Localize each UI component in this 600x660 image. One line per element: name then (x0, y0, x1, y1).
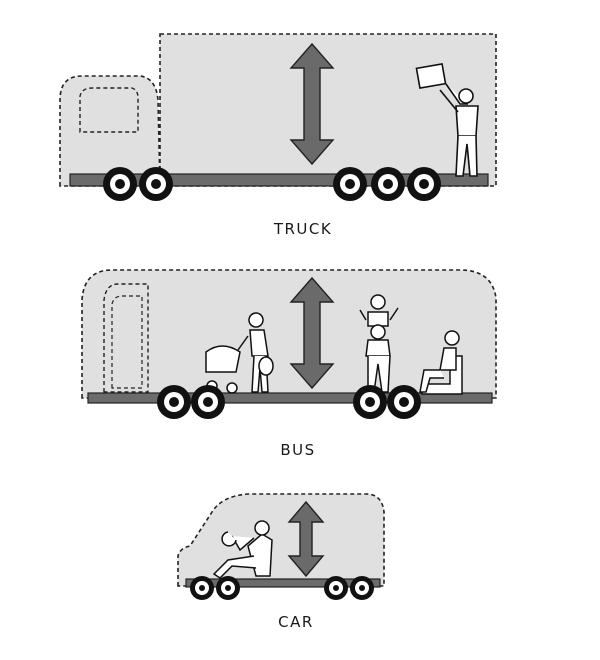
bus-body (81, 269, 497, 399)
bus-wheel (353, 385, 387, 419)
truck-height-arrow (289, 42, 335, 166)
bus-wheel (157, 385, 191, 419)
bus-parent-carrying-child-figure (359, 294, 399, 393)
car-wheel (216, 576, 240, 600)
car-height-arrow (287, 500, 325, 578)
car-illustration (177, 493, 385, 600)
bus-label: BUS (280, 441, 316, 459)
car-driver-figure (212, 520, 273, 579)
truck-label: TRUCK (273, 220, 333, 238)
car-wheel (190, 576, 214, 600)
truck-cab (59, 75, 161, 187)
truck-illustration (59, 33, 497, 201)
truck-cargo-area (159, 33, 497, 187)
truck-cab-window (79, 87, 139, 133)
bus-illustration (81, 269, 497, 419)
truck-wheel (103, 167, 137, 201)
bus-wheel (191, 385, 225, 419)
bus-seated-passenger-figure (419, 330, 463, 395)
car-body (177, 493, 385, 587)
bus-front-door (103, 283, 149, 393)
truck-wheel (139, 167, 173, 201)
truck-wheel (333, 167, 367, 201)
truck-worker-figure (415, 62, 479, 177)
car-chassis (185, 578, 381, 588)
truck-wheel (371, 167, 405, 201)
car-wheel (324, 576, 348, 600)
truck-wheel (407, 167, 441, 201)
bus-door-window (111, 295, 143, 389)
bus-wheel (387, 385, 421, 419)
bus-chassis (87, 392, 493, 404)
bus-height-arrow (289, 276, 335, 390)
car-label: CAR (278, 613, 314, 631)
car-wheel (350, 576, 374, 600)
